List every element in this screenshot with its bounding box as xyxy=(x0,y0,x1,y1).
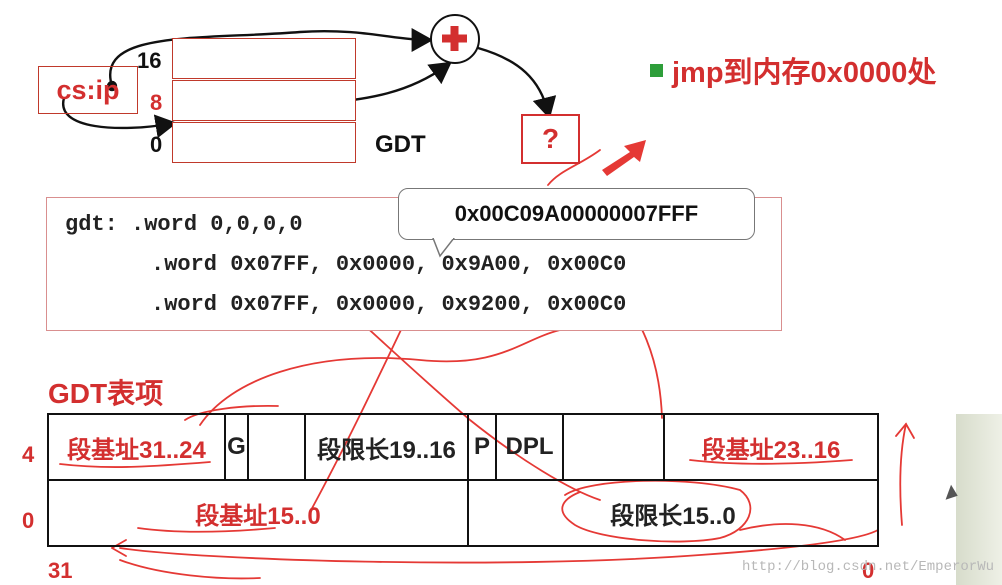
plus-icon xyxy=(430,14,480,64)
bubble-tail-icon xyxy=(432,238,455,258)
cell-base-31-24: 段基址31..24 xyxy=(67,436,206,464)
red-pointer-icon xyxy=(602,140,646,176)
bit-label-31: 31 xyxy=(48,558,73,583)
bullet-square-icon xyxy=(650,64,663,77)
cell-base-23-16: 段基址23..16 xyxy=(701,436,841,464)
watermark: http://blog.csdn.net/EmperorWu xyxy=(741,559,994,575)
cell-dpl: DPL xyxy=(505,433,554,460)
gdt-offset-8: 8 xyxy=(150,90,163,115)
cell-limit-19-16: 段限长19..16 xyxy=(317,436,456,464)
descriptor-title: GDT表项 xyxy=(48,378,164,409)
unknown-address-box: ? xyxy=(521,114,580,164)
row-number-4: 4 xyxy=(22,442,35,467)
gdt-entry-8 xyxy=(172,80,356,121)
video-edge-strip xyxy=(956,414,1002,585)
cell-base-15-0: 段基址15..0 xyxy=(195,502,321,530)
gdt-entry-0 xyxy=(172,122,356,163)
code-line-3: .word 0x07FF, 0x0000, 0x9200, 0x00C0 xyxy=(151,292,627,317)
cell-limit-15-0: 段限长15..0 xyxy=(610,502,736,530)
gdt-stack-label: GDT xyxy=(375,131,426,158)
jmp-note: jmp到内存0x0000处 xyxy=(672,57,937,89)
descriptor-value-bubble: 0x00C09A00000007FFF xyxy=(398,188,755,240)
cs-ip-box: cs:ip xyxy=(38,66,138,114)
gdt-entry-16 xyxy=(172,38,356,79)
gdt-offset-0: 0 xyxy=(150,132,163,157)
code-line-2: .word 0x07FF, 0x0000, 0x9A00, 0x00C0 xyxy=(151,252,627,277)
code-line-1: gdt: .word 0,0,0,0 xyxy=(65,212,303,237)
cell-g: G xyxy=(227,433,246,460)
bit-label-0: 0 xyxy=(862,558,875,583)
gdt-offset-16: 16 xyxy=(137,48,162,73)
row-number-0: 0 xyxy=(22,508,35,533)
cell-p: P xyxy=(473,433,490,460)
